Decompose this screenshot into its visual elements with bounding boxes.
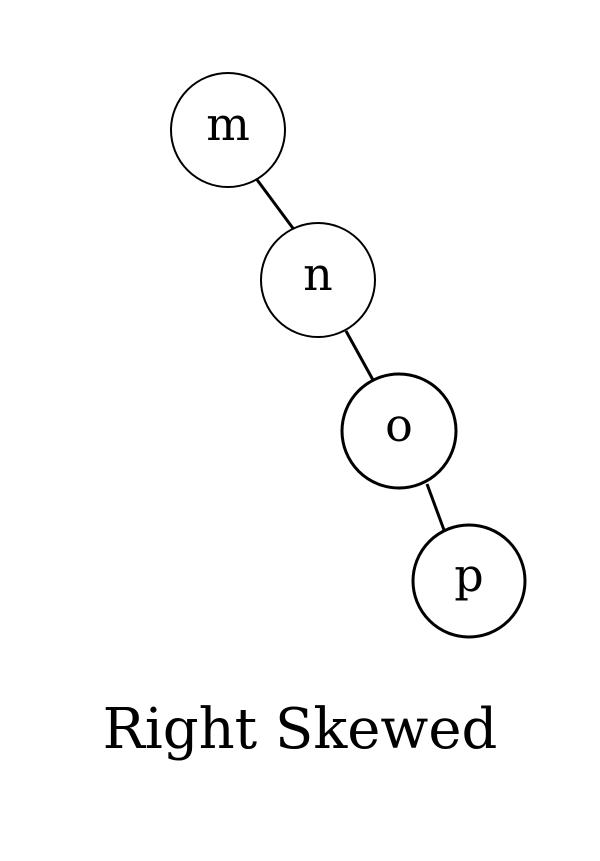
node-p: p — [411, 523, 527, 639]
node-n-label: n — [303, 247, 333, 301]
node-m-circle — [170, 72, 286, 188]
edge-o-p — [425, 483, 446, 531]
node-o: o — [340, 372, 458, 490]
node-n-circle — [260, 222, 376, 338]
node-m: m — [170, 72, 286, 188]
node-p-label: p — [454, 548, 483, 602]
edge-n-o — [344, 330, 375, 381]
diagram-caption: Right Skewed — [102, 697, 498, 762]
node-m-label: m — [206, 97, 250, 151]
node-p-circle — [411, 523, 527, 639]
node-o-label: o — [385, 398, 413, 452]
node-o-circle — [340, 372, 458, 490]
node-n: n — [260, 222, 376, 338]
edge-m-n — [253, 176, 297, 232]
